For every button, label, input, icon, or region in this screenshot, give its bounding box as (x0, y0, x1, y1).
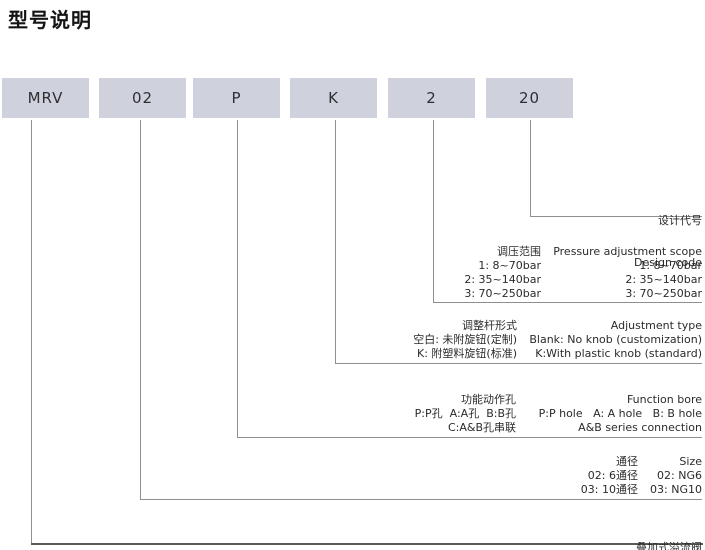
pressure-row-1: 1: 8~70bar 1: 8~70bar (478, 259, 702, 272)
design-code-label-zh: 设计代号 (658, 214, 702, 227)
connector-vertical-pressure (433, 120, 434, 302)
bore-row-title: 功能动作孔 Function bore (461, 393, 702, 406)
model-box-size: 02 (99, 78, 186, 118)
adjustment-row-k: K: 附塑料旋钮(标准) K:With plastic knob (standa… (417, 347, 702, 360)
connector-horizontal-series (31, 543, 703, 545)
model-box-pressure: 2 (388, 78, 475, 118)
pressure-row-2: 2: 35~140bar 2: 35~140bar (464, 273, 702, 286)
pressure-row-3: 3: 70~250bar 3: 70~250bar (464, 287, 702, 300)
section-adjustment-type: 调整杆形式 Adjustment type 空白: 未附旋钮(定制) Blank… (380, 319, 702, 361)
adjustment-row-title: 调整杆形式 Adjustment type (462, 319, 702, 332)
section-pressure-scope: 调压范围 Pressure adjustment scope 1: 8~70ba… (420, 245, 702, 301)
connector-horizontal-pressure (433, 302, 702, 303)
adjustment-row-blank: 空白: 未附旋钮(定制) Blank: No knob (customizati… (413, 333, 702, 346)
section-product-name: 叠加式溢流阀 Modular relief valves (587, 513, 702, 550)
size-row-03: 03: 10通径 03: NG10 (580, 483, 702, 496)
section-function-bore: 功能动作孔 Function bore P:P孔 A:A孔 B:B孔 P:P h… (395, 393, 702, 435)
product-name-zh: 叠加式溢流阀 (636, 541, 702, 550)
section-size: 通径 Size 02: 6通径 02: NG6 03: 10通径 03: NG1… (555, 455, 702, 497)
model-box-series: MRV (2, 78, 89, 118)
model-box-bore: P (193, 78, 280, 118)
model-box-design-code: 20 (486, 78, 573, 118)
bore-row-pab: P:P孔 A:A孔 B:B孔 P:P hole A: A hole B: B h… (414, 407, 702, 420)
connector-horizontal-knob (335, 363, 702, 364)
connector-horizontal-bore (237, 437, 702, 438)
connector-vertical-knob (335, 120, 336, 363)
section-design-code: 设计代号 Design code (634, 186, 702, 298)
connector-horizontal-design-code (530, 216, 702, 217)
size-row-02: 02: 6通径 02: NG6 (587, 469, 702, 482)
size-row-title: 通径 Size (616, 455, 702, 468)
pressure-row-title: 调压范围 Pressure adjustment scope (497, 245, 702, 258)
connector-horizontal-size (140, 499, 702, 500)
model-box-knob: K (290, 78, 377, 118)
bore-row-c: C:A&B孔串联 A&B series connection (447, 421, 702, 434)
connector-vertical-bore (237, 120, 238, 437)
connector-vertical-size (140, 120, 141, 499)
page-title: 型号说明 (8, 8, 92, 32)
connector-vertical-design-code (530, 120, 531, 216)
design-code-label-en: Design code (633, 256, 702, 269)
connector-vertical-series (31, 120, 32, 543)
